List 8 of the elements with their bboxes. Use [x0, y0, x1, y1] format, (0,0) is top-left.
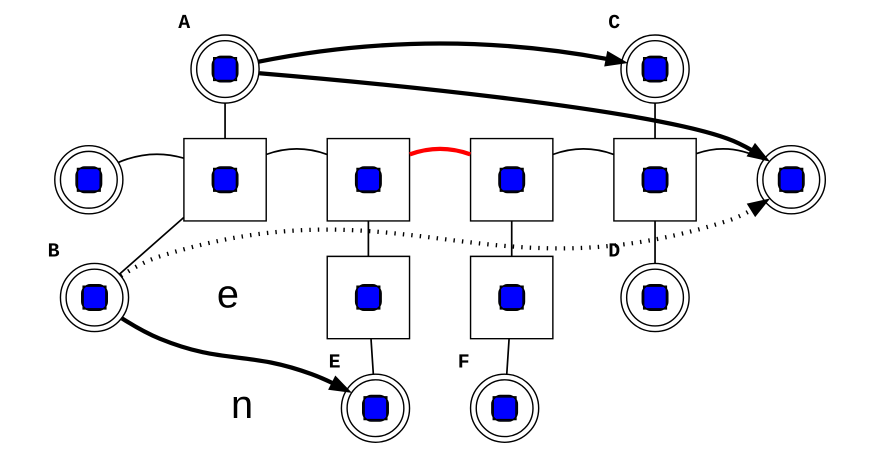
node-label: D: [608, 240, 620, 263]
node-label: A: [178, 11, 190, 34]
label: n: [231, 383, 254, 428]
node-label: B: [48, 240, 60, 263]
node-label: E: [328, 350, 341, 374]
node-label: C: [608, 11, 620, 34]
node-label: F: [458, 350, 470, 374]
label: e: [216, 272, 239, 316]
